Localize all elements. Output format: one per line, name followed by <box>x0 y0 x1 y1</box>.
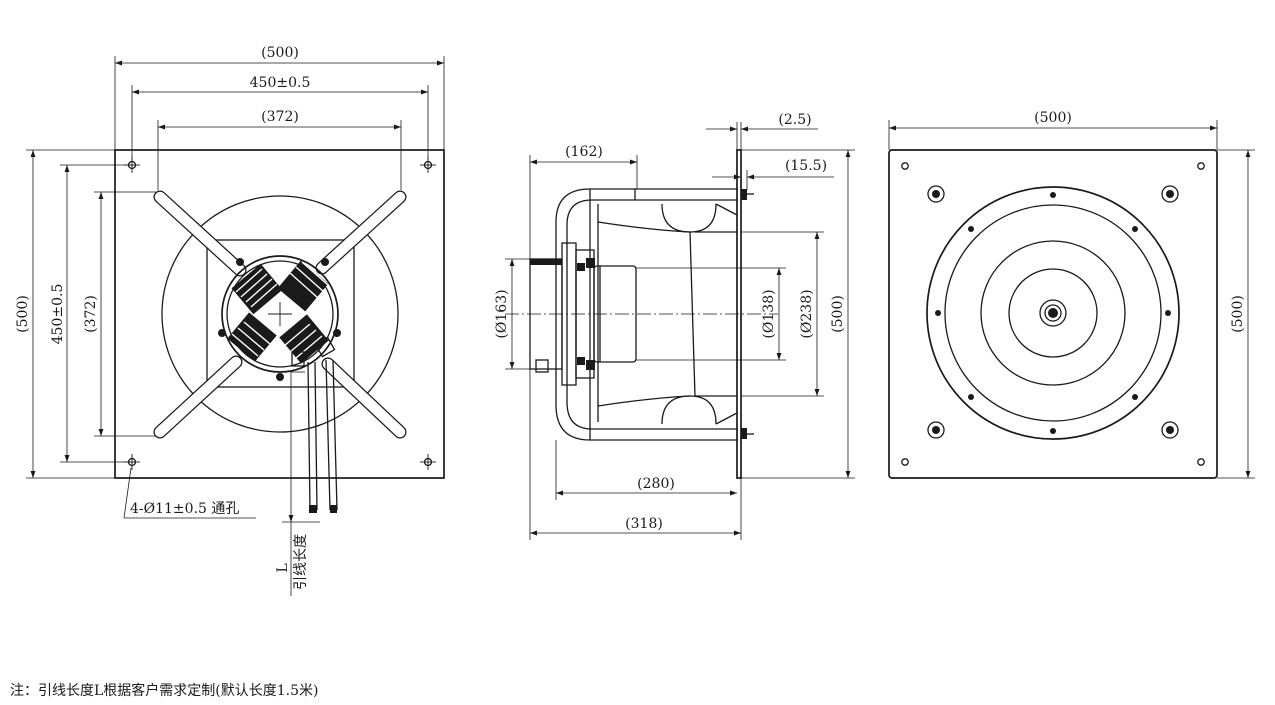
mounting-hole-icon <box>901 458 909 466</box>
footnote: 注：引线长度L根据客户需求定制(默认长度1.5米) <box>10 682 318 699</box>
mounting-hole-icon <box>1197 458 1205 466</box>
side-dim-body-length: (280) <box>555 440 737 500</box>
front-hole-callout: 4-Ø11±0.5 通孔 <box>123 467 256 519</box>
front-overall-width-label: (500) <box>261 45 299 61</box>
side-dim-flange-offset: (15.5) <box>712 158 834 190</box>
side-inlet-diameter-label: (Ø238) <box>799 289 815 338</box>
front-motor <box>218 255 341 381</box>
hole-callout-label: 4-Ø11±0.5 通孔 <box>130 501 239 517</box>
front-motor-frame <box>206 239 355 388</box>
rear-corner-holes <box>901 162 1205 466</box>
side-flange-offset-label: (15.5) <box>785 158 827 174</box>
front-dim-hole-spacing-v: 450±0.5 <box>50 164 132 463</box>
rear-dim-overall-width: (500) <box>888 110 1218 150</box>
side-guard-frame <box>555 188 738 441</box>
rear-dim-overall-height: (500) <box>1217 149 1255 479</box>
side-dim-offset-top: (162) <box>529 144 638 259</box>
side-dim-inlet-diameter: (Ø238) <box>741 231 824 397</box>
side-overall-height-label: (500) <box>830 295 846 333</box>
side-view: (162) (2.5) (15.5) (Ø163) (Ø138) <box>494 112 855 540</box>
side-dim-plate-thickness: (2.5) <box>706 112 818 150</box>
front-mounting-plate <box>114 149 445 479</box>
rear-hub-ring <box>980 240 1126 386</box>
rear-ring-holes <box>935 192 1171 434</box>
front-lead-wires <box>307 359 338 513</box>
front-dim-guard-span-v: (372) <box>83 191 160 437</box>
rear-inlet-ring <box>944 204 1162 422</box>
lead-length-symbol: L <box>275 563 291 572</box>
front-dim-hole-spacing-h: 450±0.5 <box>131 75 429 160</box>
rear-shaft <box>1039 299 1067 327</box>
front-dim-lead-length: L 引线长度 <box>275 371 320 596</box>
rear-overall-height-label: (500) <box>1230 295 1246 333</box>
rear-guard-bolts <box>927 185 1179 439</box>
rear-outer-ring <box>926 186 1180 440</box>
front-hole-spacing-h-label: 450±0.5 <box>250 75 311 91</box>
side-hub-diameter-label: (Ø163) <box>494 289 510 338</box>
side-dim-hub-diameter: (Ø163) <box>494 258 530 370</box>
rear-overall-width-label: (500) <box>1034 110 1072 126</box>
front-guard-bars <box>153 190 407 439</box>
front-dim-guard-span-h: (372) <box>157 109 402 190</box>
front-guard-span-h-label: (372) <box>261 109 299 125</box>
front-inlet-ring <box>161 195 399 433</box>
front-view: (500) 450±0.5 (372) (500) 450±0.5 <box>15 45 445 596</box>
mounting-hole-icon <box>1197 162 1205 170</box>
lead-length-caption: 引线长度 <box>293 534 309 590</box>
front-dim-overall-height: (500) <box>15 149 115 479</box>
side-plate-thickness-label: (2.5) <box>778 112 811 128</box>
side-rotor-diameter-label: (Ø138) <box>761 289 777 338</box>
side-dim-rotor-diameter: (Ø138) <box>636 267 786 361</box>
front-hole-spacing-v-label: 450±0.5 <box>50 284 66 345</box>
side-dim-total-length: (318) <box>529 369 742 540</box>
rear-rotor-ring <box>1008 268 1098 358</box>
mounting-hole-icon <box>901 162 909 170</box>
side-dim-overall-height: (500) <box>741 149 855 479</box>
side-bolts <box>741 189 754 439</box>
front-overall-height-label: (500) <box>15 295 31 333</box>
side-total-length-label: (318) <box>625 516 663 532</box>
rear-mounting-plate <box>888 149 1218 479</box>
side-body-length-label: (280) <box>637 476 675 492</box>
front-dim-overall-width: (500) <box>114 45 445 150</box>
side-impeller <box>597 203 738 425</box>
rear-view: (500) (500) <box>888 110 1255 479</box>
side-offset-top-label: (162) <box>565 144 603 160</box>
front-guard-span-v-label: (372) <box>83 295 99 333</box>
side-motor <box>529 242 637 386</box>
front-mounting-holes <box>124 157 436 470</box>
